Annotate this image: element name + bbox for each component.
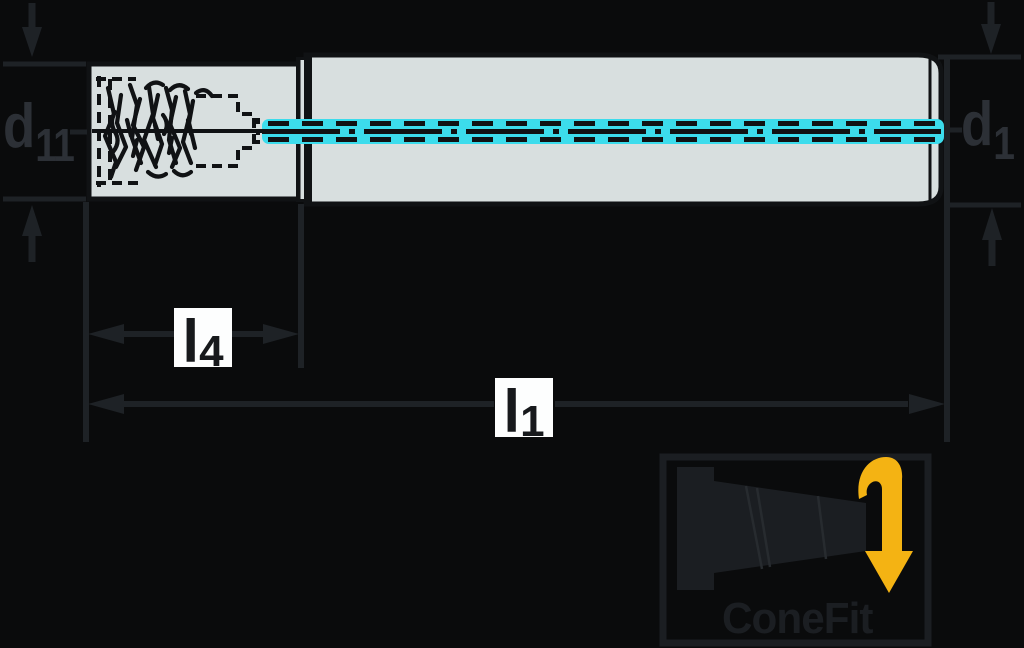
label-d1: d 1 [961,90,1015,169]
thread-scribble-stroke [141,84,159,170]
label-l1-subscript: 1 [520,397,545,446]
rotate-down-arrow-icon [858,457,913,593]
d1-arrow-down-head [981,24,1001,54]
label-d11-base: d [3,92,36,161]
label-d11: d 11 [3,92,75,171]
coolant-channel [262,119,944,144]
thread-scribble-stroke [124,117,134,139]
conefit-box-border [659,453,932,647]
conefit-logo [659,453,932,647]
l4-arrow-left [88,324,124,344]
thread-scribble-stroke [193,88,215,99]
extension-lines [83,57,950,442]
label-box-l1: l 1 [495,378,553,444]
d11-arrow-up-head [22,205,42,236]
conefit-shank-silhouette [677,467,714,590]
l4-arrow-right [263,324,299,344]
thread-scribble-stroke [185,117,194,137]
cone-segment-line [755,487,772,568]
thread-scribble [102,80,215,180]
thread-scribble-stroke [143,80,166,91]
thread-scribble-stroke [113,92,129,170]
dim-l1 [88,394,945,414]
thread-scribble-stroke [166,135,175,156]
thread-scribble-stroke [171,168,194,178]
dim-d1 [938,2,1021,266]
cone-segment-line [816,495,828,560]
cone-segment-line [744,485,764,570]
thread-scribble-stroke [167,83,191,93]
thread-scribble-stroke [145,169,169,179]
thread-scribble-stroke [167,94,183,170]
conefit-wordmark: ConeFit [722,594,873,643]
thread-scribble-stroke [130,96,147,173]
label-l4-base: l [182,308,200,375]
socket-step-upper [196,94,256,131]
thread-scribble-stroke [180,88,194,166]
d1-arrow-up-head [982,208,1002,240]
l1-arrow-right [909,394,945,414]
label-box-l4: l 4 [174,308,232,374]
thread-scribble-stroke [152,122,161,142]
label-d1-base: d [961,90,994,159]
dim-l4 [88,324,299,344]
thread-detail [92,76,262,187]
label-l1-base: l [503,378,521,445]
label-l4-subscript: 4 [199,327,224,376]
label-d11-subscript: 11 [35,119,75,171]
d11-arrow-down-head [22,27,42,57]
thread-scribble-stroke [160,112,169,137]
dim-d11 [3,3,87,262]
label-d1-subscript: 1 [993,117,1015,169]
l1-arrow-left [88,394,124,414]
thread-scribble-stroke [130,137,140,159]
socket-step-lower [196,131,256,168]
conefit-cone-silhouette [714,481,866,573]
thread-scribble-stroke [109,109,120,155]
